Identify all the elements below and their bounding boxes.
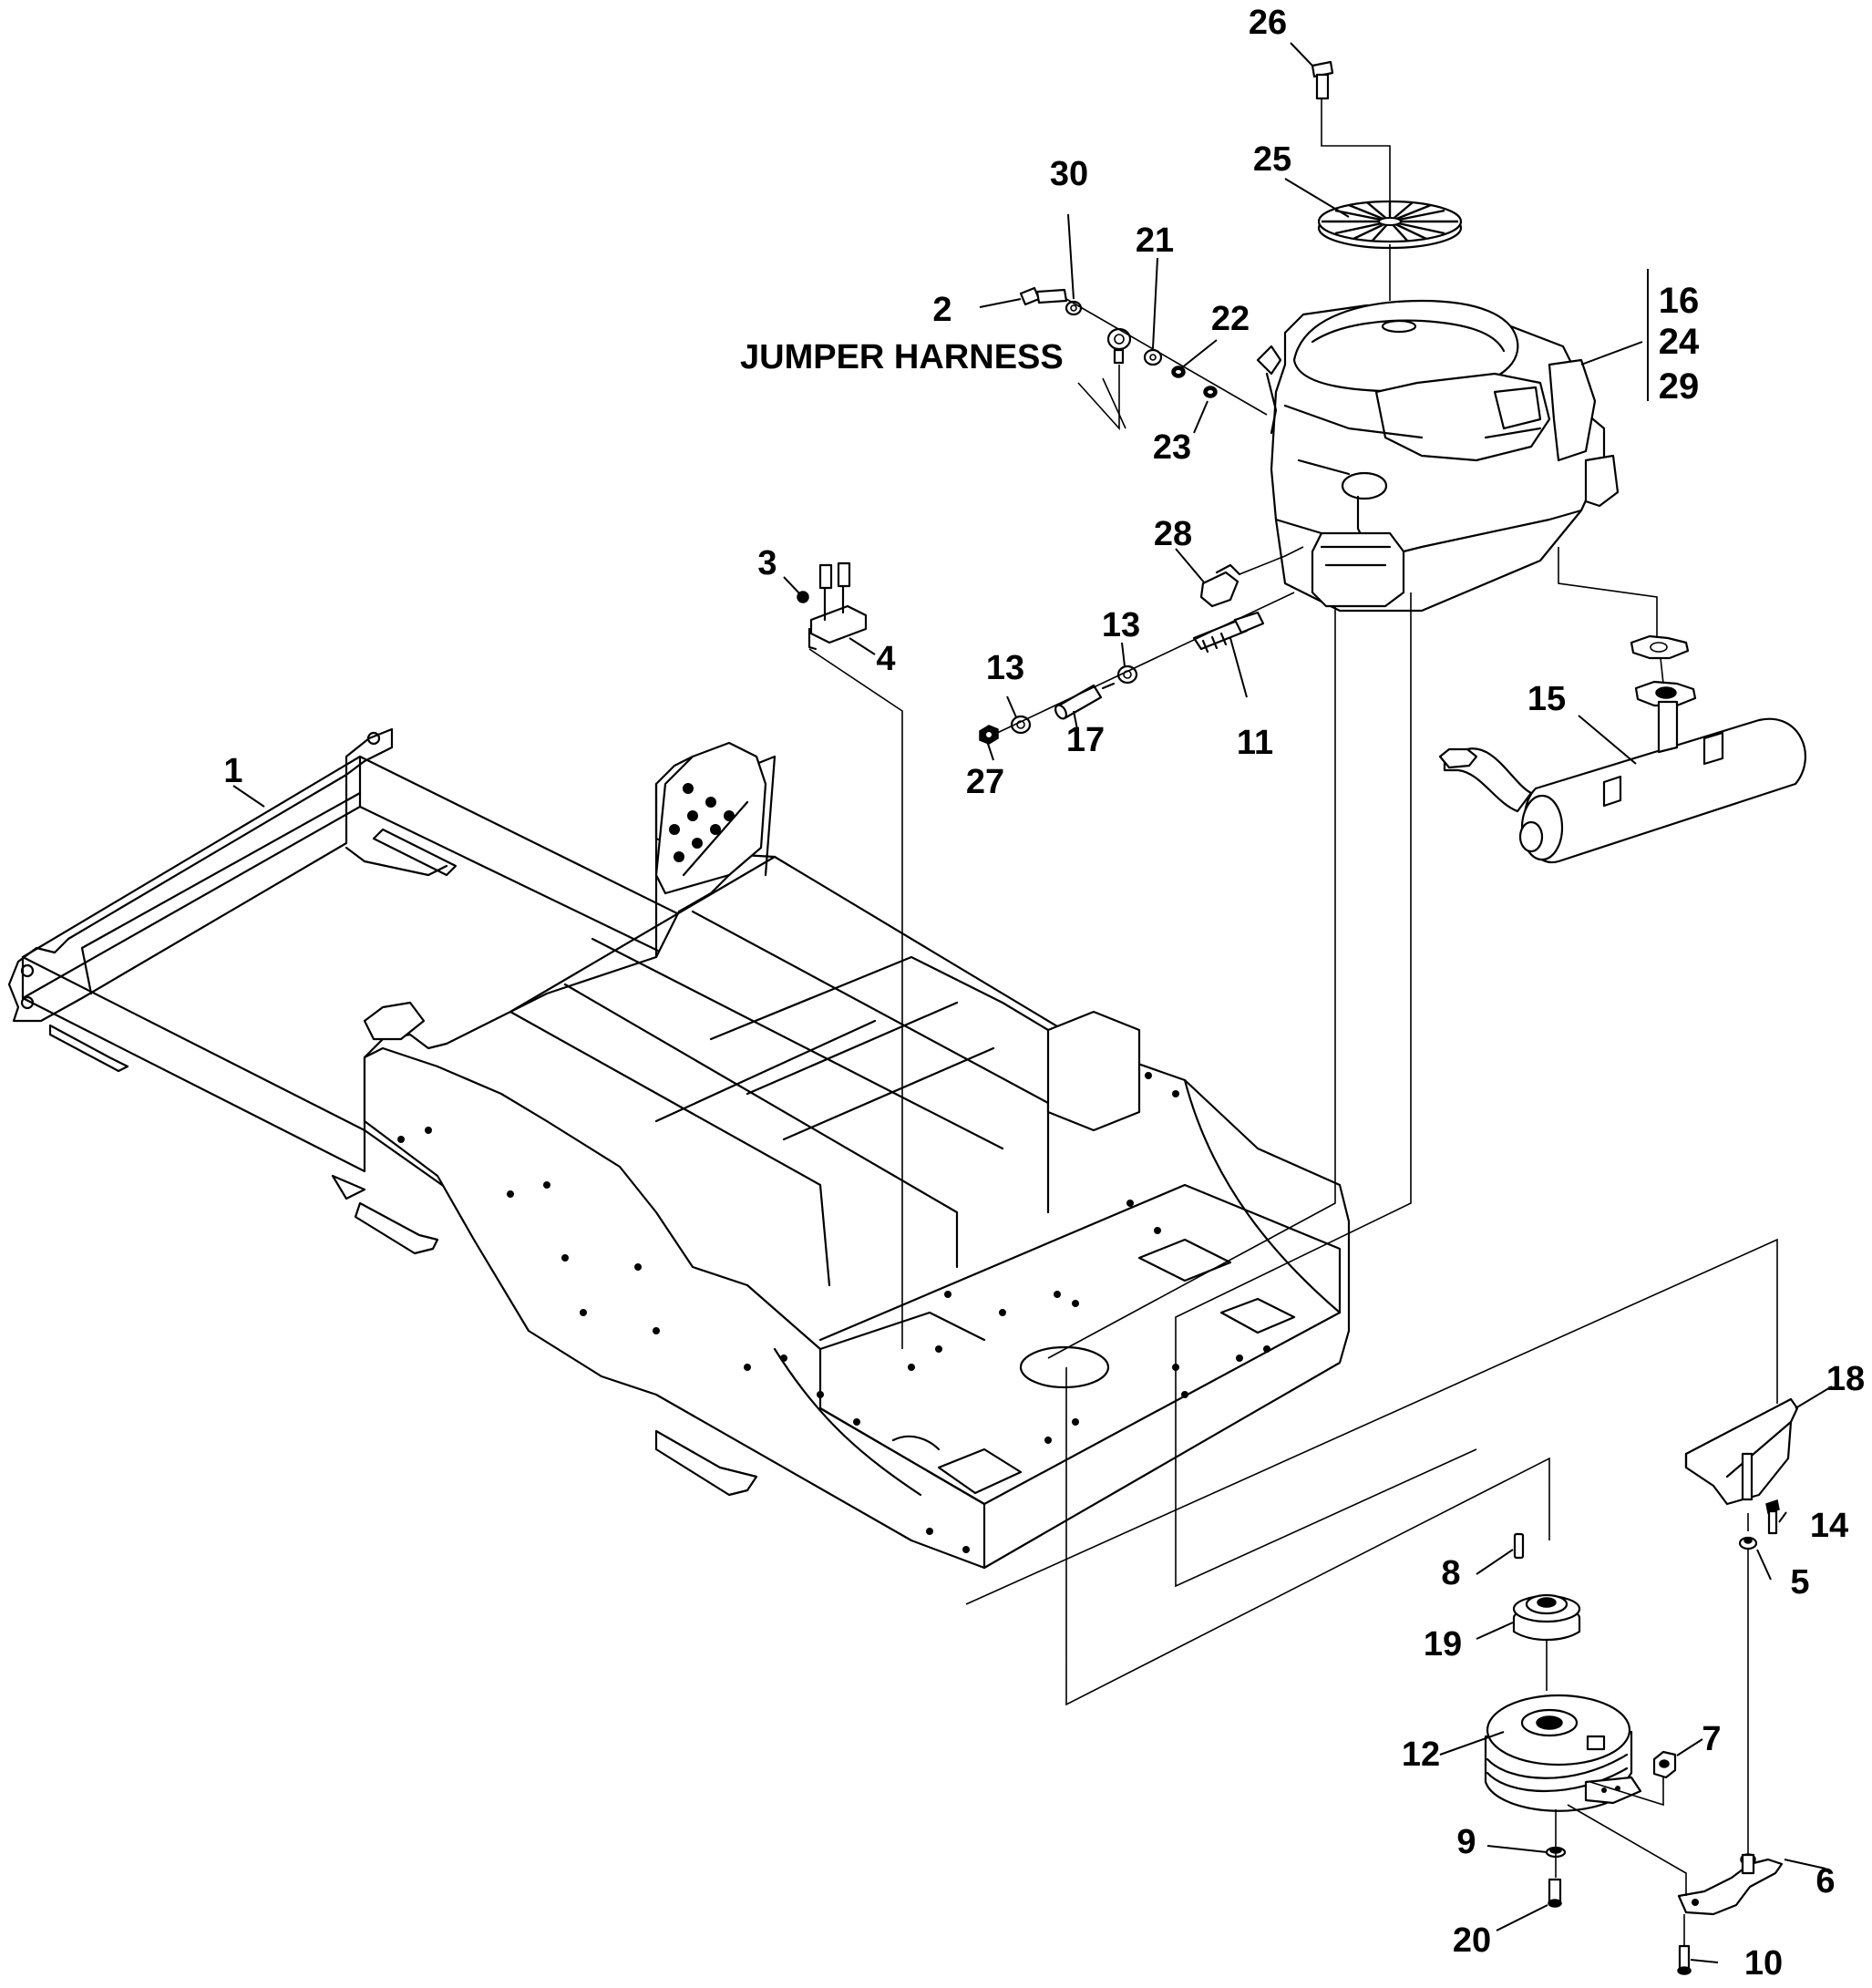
frame-holes (397, 783, 1270, 1553)
callout-13a: 13 (986, 649, 1024, 687)
clutch-part-12 (1484, 1694, 1642, 1812)
assembly-lines (808, 98, 1778, 1946)
callout-8: 8 (1441, 1554, 1460, 1592)
callout-18: 18 (1826, 1360, 1865, 1398)
bolt-part-20 (1548, 1878, 1562, 1908)
jumper-harness-terminal (1106, 327, 1132, 365)
callout-15: 15 (1527, 680, 1566, 718)
nut-part-27 (979, 725, 999, 745)
callout-7: 7 (1702, 1720, 1721, 1758)
bolt-part-14 (1765, 1499, 1780, 1535)
callout-27: 27 (966, 763, 1004, 801)
callout-25: 25 (1253, 140, 1291, 179)
callout-13b: 13 (1102, 606, 1140, 644)
key-part-8 (1513, 1532, 1525, 1560)
leader-lines (232, 42, 1833, 1963)
callout-14: 14 (1810, 1507, 1848, 1545)
callout-28: 28 (1154, 515, 1192, 553)
jumper-harness-label: JUMPER HARNESS (740, 338, 1064, 376)
callout-24: 24 (1659, 322, 1700, 362)
lockwasher-part-22 (1171, 366, 1186, 378)
bolt-part-26 (1311, 60, 1334, 100)
bracket-part-6 (1677, 1853, 1784, 1916)
callout-6: 6 (1815, 1862, 1835, 1900)
spacer-part-5 (1738, 1536, 1758, 1550)
callout-19: 19 (1424, 1625, 1462, 1664)
callout-labels: 1 2 3 4 5 6 7 8 9 10 11 12 13 13 14 15 1… (223, 4, 1865, 1983)
solenoid-part-4 (797, 561, 868, 651)
callout-21: 21 (1136, 221, 1174, 260)
pulley-part-19 (1512, 1593, 1581, 1641)
callout-5: 5 (1790, 1563, 1809, 1602)
callout-1: 1 (223, 752, 242, 790)
bracket-part-18 (1684, 1397, 1799, 1506)
air-filter-cover-part-25 (1317, 200, 1463, 250)
callout-26: 26 (1249, 4, 1287, 42)
muffler-part-15 (1438, 700, 1806, 864)
callout-22: 22 (1211, 300, 1250, 338)
callout-10: 10 (1744, 1944, 1783, 1983)
callout-11: 11 (1237, 724, 1273, 762)
bolt-part-2 (1019, 286, 1068, 306)
clip-part-28 (1199, 563, 1241, 608)
clamp-part-13a (1010, 715, 1032, 735)
callout-29: 29 (1659, 366, 1700, 407)
nut-part-23 (1203, 386, 1218, 398)
callout-12: 12 (1402, 1736, 1440, 1774)
callout-4: 4 (876, 640, 895, 678)
callout-23: 23 (1153, 428, 1191, 467)
callout-30: 30 (1050, 155, 1088, 193)
gasket-lower (1634, 680, 1697, 707)
callout-17: 17 (1066, 721, 1105, 759)
washer-part-21 (1143, 348, 1163, 366)
bolt-part-10 (1677, 1944, 1692, 1975)
callout-9: 9 (1456, 1823, 1476, 1861)
frame-part-1 (7, 727, 1351, 1570)
gasket-upper (1630, 634, 1690, 660)
nut-part-7 (1652, 1750, 1677, 1779)
callout-3: 3 (757, 544, 777, 582)
callout-20: 20 (1453, 1921, 1491, 1960)
engine-assembly (1256, 299, 1620, 613)
callout-2: 2 (932, 291, 951, 329)
callout-16: 16 (1659, 281, 1700, 321)
fitting-part-11 (1192, 611, 1265, 654)
